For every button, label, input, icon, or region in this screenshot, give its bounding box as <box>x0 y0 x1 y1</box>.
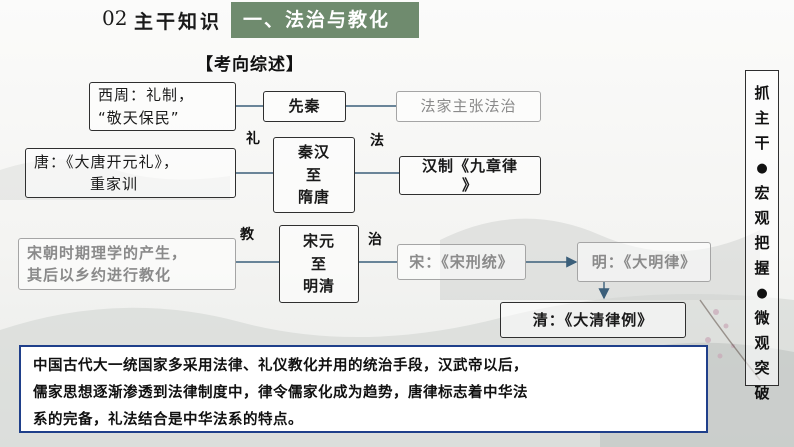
node-qing: 清：《大清律例》 <box>500 302 686 338</box>
label-li: 礼 <box>246 131 260 147</box>
node-songyuan: 宋元至明清 <box>279 225 359 303</box>
label-jiao: 教 <box>240 227 254 243</box>
section-title: 主干知识 <box>134 11 223 33</box>
section-number: 02 <box>102 6 128 30</box>
sidebar-vertical-motto: 抓主干 ● 宏观把握 ● 微观突破 <box>745 70 779 402</box>
node-ming: 明：《大明律》 <box>577 242 711 282</box>
summary-box: 中国古代大一统国家多采用法律、礼仪教化并用的统治手段，汉武帝以后， 儒家思想逐渐… <box>19 345 708 433</box>
node-hanzhi: 汉制《九章律》 <box>399 156 541 195</box>
node-song-lixue: 宋朝时期理学的产生，其后以乡约进行教化 <box>18 238 236 290</box>
node-xizhou: 西周：礼制，“敬天保民” <box>89 82 236 131</box>
subtitle: 【考向综述】 <box>196 55 304 75</box>
node-tang: 唐：《大唐开元礼》，重家训 <box>25 148 236 198</box>
label-fa: 法 <box>370 133 384 149</box>
node-xianqin: 先秦 <box>263 91 346 122</box>
label-zhi: 治 <box>368 232 382 248</box>
node-qinhan: 秦汉至隋唐 <box>273 137 355 213</box>
topic-title-bar: 一、法治与教化 <box>231 2 419 38</box>
node-fajia: 法家主张法治 <box>396 91 541 122</box>
node-song-xingtong: 宋：《宋刑统》 <box>397 244 526 280</box>
